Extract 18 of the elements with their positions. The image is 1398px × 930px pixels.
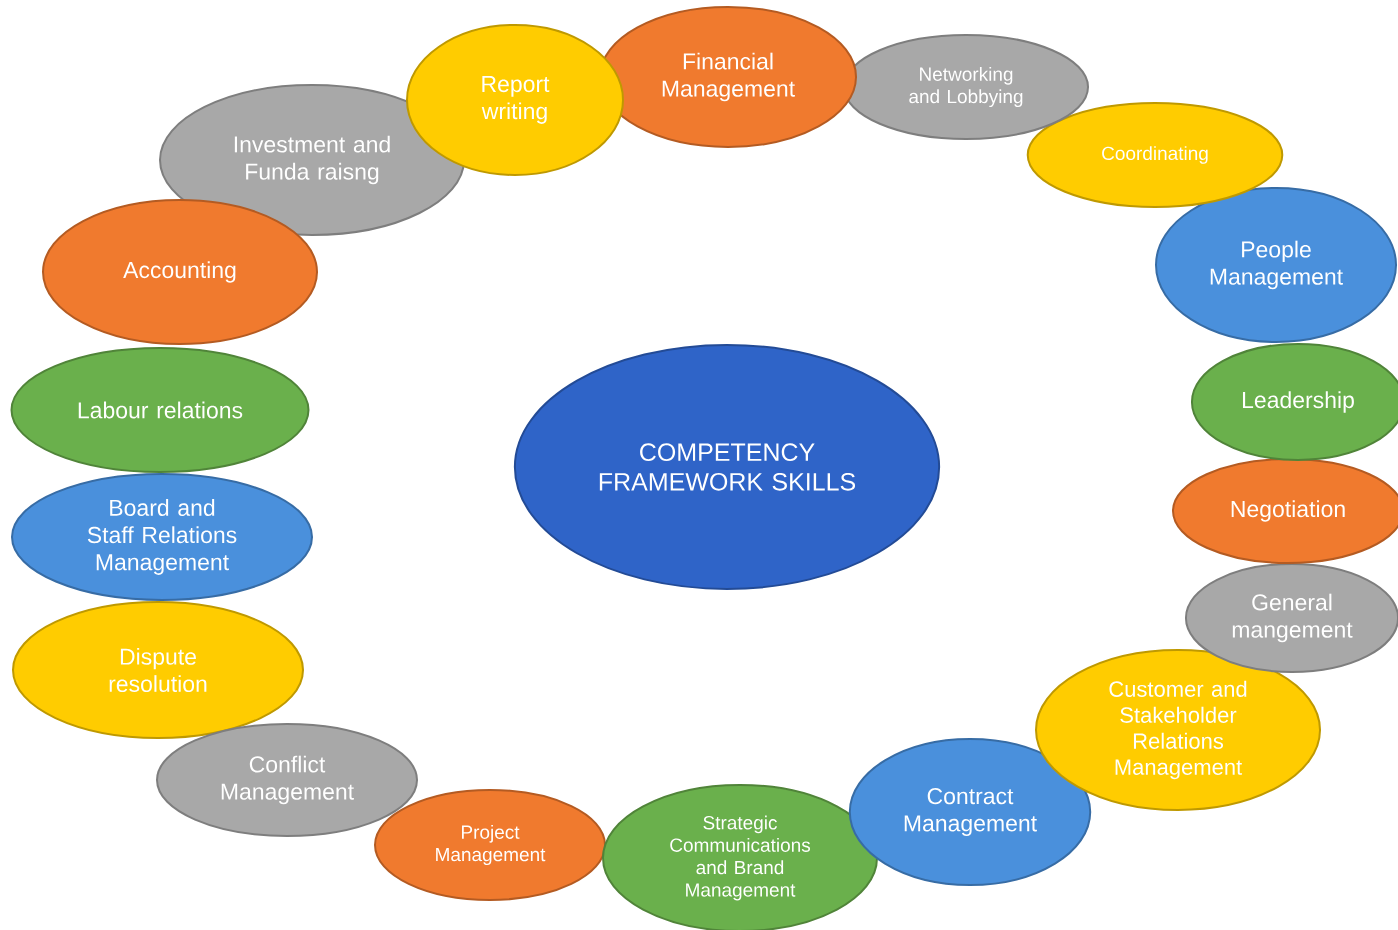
ellipse-node: Report writing <box>406 24 624 176</box>
ellipse-node: Coordinating <box>1026 102 1284 208</box>
ellipse-node: Project Management <box>374 789 606 901</box>
ellipse-node: Board and Staff Relations Management <box>11 473 313 601</box>
ellipse-node: Leadership <box>1190 343 1398 461</box>
ellipse-node: COMPETENCY FRAMEWORK SKILLS <box>513 344 941 590</box>
ellipse-node: Accounting <box>42 199 318 345</box>
ellipse-node: Customer and Stakeholder Relations Management <box>1035 649 1321 811</box>
ellipse-node: Contract Management <box>848 738 1092 886</box>
ellipse-node: Financial Management <box>599 6 857 148</box>
ellipse-node: General mangement <box>1184 563 1398 673</box>
ellipse-node: Networking and Lobbying <box>843 34 1089 140</box>
ellipse-node: Negotiation <box>1172 458 1398 564</box>
ellipse-node: Strategic Communications and Brand Management <box>602 784 878 930</box>
ellipse-node: Labour relations <box>10 347 310 473</box>
ellipse-node: Dispute resolution <box>12 601 304 739</box>
ellipse-node: Conflict Management <box>156 723 418 837</box>
ellipse-node: People Management <box>1155 187 1397 343</box>
